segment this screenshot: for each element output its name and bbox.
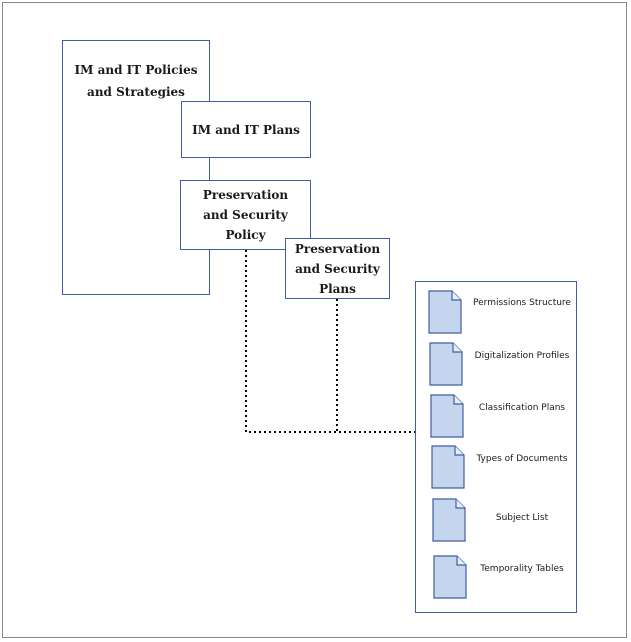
doc-label: Subject List bbox=[495, 513, 549, 523]
connector-policy-to-docs bbox=[245, 250, 415, 433]
node-preservation-plans-label: Preservation and Security Plans bbox=[294, 241, 381, 296]
doc-item-permissions: Permissions Structure bbox=[416, 290, 578, 340]
doc-item-types: Types of Documents bbox=[416, 445, 578, 495]
doc-item-classification: Classification Plans bbox=[416, 394, 578, 444]
document-icon bbox=[432, 498, 466, 542]
node-it-plans: IM and IT Plans bbox=[181, 101, 311, 158]
document-icon bbox=[433, 555, 467, 599]
node-preservation-policy-label: Preservation and Security Policy bbox=[202, 188, 289, 242]
document-icon bbox=[428, 290, 462, 334]
node-policies-strategies: IM and IT Policies and Strategies bbox=[62, 40, 210, 295]
document-icon bbox=[429, 342, 463, 386]
node-preservation-plans: Preservation and Security Plans bbox=[285, 238, 390, 299]
doc-item-temporality: Temporality Tables bbox=[416, 555, 578, 605]
doc-label: Types of Documents bbox=[476, 454, 568, 464]
node-it-plans-label: IM and IT Plans bbox=[192, 122, 300, 137]
document-icon bbox=[430, 394, 464, 438]
document-icon bbox=[431, 445, 465, 489]
doc-label: Digitalization Profiles bbox=[474, 351, 570, 361]
doc-item-subject-list: Subject List bbox=[416, 498, 578, 548]
documents-container: Permissions Structure Digitalization Pro… bbox=[415, 281, 577, 613]
node-policies-label: IM and IT Policies and Strategies bbox=[74, 63, 198, 99]
doc-label: Permissions Structure bbox=[473, 298, 571, 308]
doc-label: Classification Plans bbox=[478, 403, 566, 413]
doc-label: Temporality Tables bbox=[480, 564, 564, 574]
doc-item-digitalization: Digitalization Profiles bbox=[416, 342, 578, 392]
